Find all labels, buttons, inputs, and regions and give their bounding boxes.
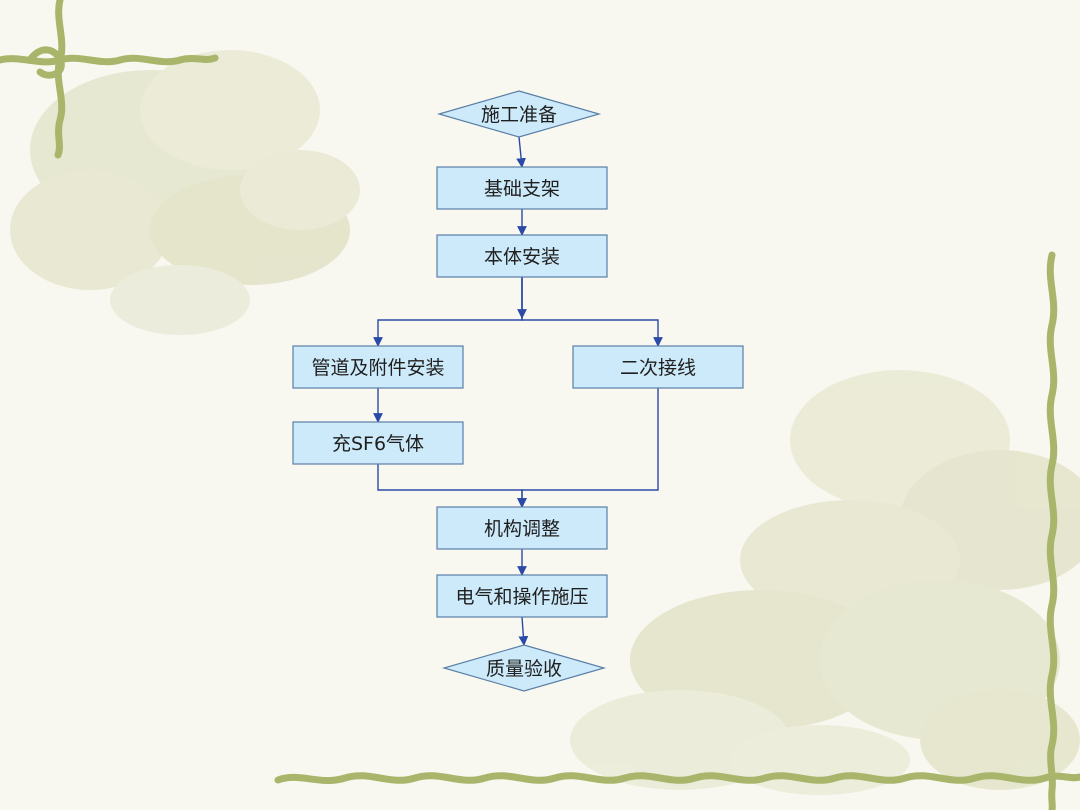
vine-border-bottom-right: [274, 251, 1080, 810]
flow-node-foundation: 基础支架: [436, 166, 608, 210]
flow-node-shape: [292, 421, 464, 465]
flow-node-start: 施工准备: [436, 90, 602, 138]
flow-edge-electrical-to-inspection: [518, 616, 529, 646]
faded-flower-top-left: [10, 50, 360, 335]
flow-edge-body-to-piping: [373, 277, 523, 347]
flow-edge-start-to-foundation: [516, 136, 526, 168]
flow-node-shape: [572, 345, 744, 389]
flow-node-shape: [436, 506, 608, 550]
flow-node-mechanism: 机构调整: [436, 506, 608, 550]
flow-node-gas: 充SF6气体: [292, 421, 464, 465]
flow-node-label: 质量验收: [486, 658, 562, 680]
flowchart-edges: [373, 136, 663, 646]
flow-node-piping: 管道及附件安装: [292, 345, 464, 389]
flow-edge-body-to-wiring: [521, 277, 663, 347]
flow-node-label: 电气和操作施压: [455, 586, 588, 608]
flow-edge-wiring-to-mechanism: [517, 388, 659, 508]
flow-node-label: 基础支架: [484, 178, 560, 200]
flow-node-shape: [292, 345, 464, 389]
vine-border-top-left: [0, 0, 219, 159]
flow-node-shape: [436, 166, 608, 210]
flow-node-shape: [441, 644, 607, 692]
flow-node-wiring: 二次接线: [572, 345, 744, 389]
flow-node-inspection: 质量验收: [441, 644, 607, 692]
flow-node-shape: [436, 234, 608, 278]
flow-node-label: 机构调整: [484, 518, 560, 540]
flow-node-shape: [436, 90, 602, 138]
flow-node-shape: [436, 574, 608, 618]
flow-node-label: 施工准备: [481, 104, 557, 126]
flow-node-label: 二次接线: [620, 357, 696, 379]
flow-node-label: 充SF6气体: [332, 433, 424, 455]
flow-node-label: 管道及附件安装: [311, 357, 444, 379]
flow-node-label: 本体安装: [484, 246, 560, 268]
flow-node-electrical: 电气和操作施压: [436, 574, 608, 618]
flow-edge-gas-to-mechanism: [377, 464, 527, 508]
flow-node-body: 本体安装: [436, 234, 608, 278]
